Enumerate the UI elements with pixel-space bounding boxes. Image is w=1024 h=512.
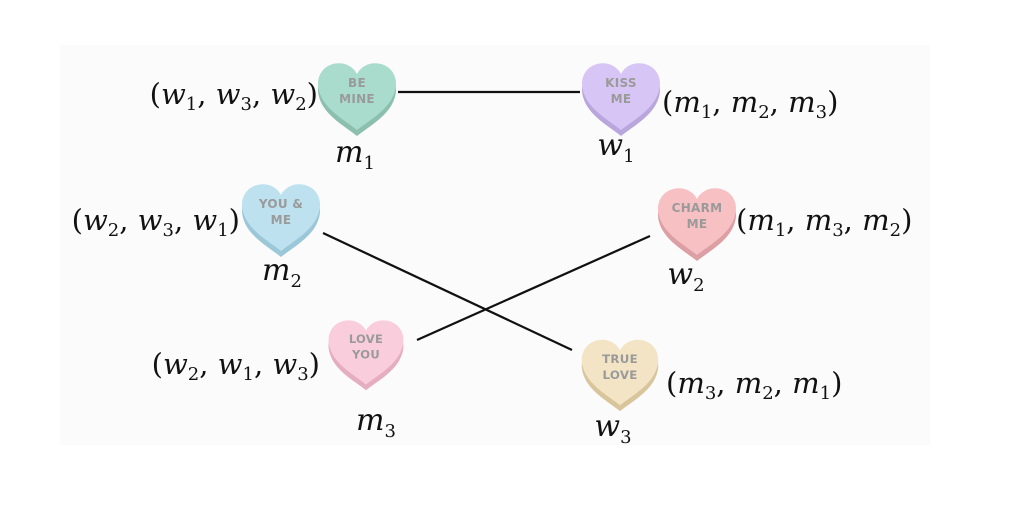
pref-variable: m: [673, 85, 701, 119]
heart-message-line: ME: [271, 213, 292, 227]
pref-variable: m: [788, 85, 816, 119]
heart-message-line: ME: [687, 217, 708, 231]
pref-subscript: 2: [108, 220, 119, 241]
heart-w3: TRUE LOVE: [581, 339, 659, 412]
heart-message-line: YOU &: [258, 197, 303, 211]
name-w2: w2: [667, 257, 704, 296]
edge-m2-w3: [322, 232, 573, 351]
pref-variable: m: [747, 203, 775, 237]
pref-variable: m: [805, 203, 833, 237]
name-letter: m: [335, 135, 363, 170]
heart-message-line: CHARM: [672, 201, 723, 215]
pref-variable: m: [677, 366, 705, 400]
pref-m3: (w2, w1, w3): [152, 347, 320, 385]
heart-w2: CHARM ME: [658, 188, 736, 261]
pref-subscript: 1: [243, 364, 254, 385]
heart-face: [582, 63, 660, 131]
name-m3: m3: [356, 403, 396, 442]
pref-subscript: 3: [163, 220, 174, 241]
heart-message-line: LOVE: [602, 368, 637, 382]
name-letter: w: [667, 257, 693, 292]
heart-message-line: BE: [348, 76, 366, 90]
pref-w3: (m3, m2, m1): [666, 366, 842, 404]
heart-message-line: YOU: [351, 348, 380, 362]
pref-subscript: 1: [217, 220, 228, 241]
pref-variable: w: [192, 203, 217, 237]
pref-variable: m: [731, 85, 759, 119]
heart-message-line: TRUE: [602, 352, 638, 366]
heart-m1: BE MINE: [318, 63, 396, 137]
pref-subscript: 2: [758, 102, 769, 123]
pref-variable: m: [792, 366, 820, 400]
name-subscript: 3: [385, 421, 396, 442]
pref-subscript: 2: [295, 94, 306, 115]
name-letter: w: [594, 409, 620, 444]
name-subscript: 2: [291, 271, 302, 292]
pref-m2: (w2, w3, w1): [72, 203, 240, 241]
heart-m2: YOU & ME: [242, 184, 320, 257]
diagram-background: [60, 45, 930, 445]
pref-variable: m: [862, 203, 890, 237]
pref-subscript: 3: [241, 94, 252, 115]
pref-subscript: 3: [297, 364, 308, 385]
pref-variable: m: [735, 366, 763, 400]
candy-hearts: BE MINE YOU & ME LOVE YOU KISS ME CHARM ME TR…: [242, 63, 736, 412]
pref-variable: w: [161, 77, 186, 111]
pref-subscript: 3: [832, 220, 843, 241]
pref-subscript: 2: [890, 220, 901, 241]
name-letter: m: [356, 403, 384, 438]
pref-variable: w: [216, 77, 241, 111]
name-letter: m: [262, 253, 290, 288]
heart-message-line: KISS: [605, 76, 637, 90]
pref-subscript: 1: [775, 220, 786, 241]
pref-w2: (m1, m3, m2): [736, 203, 912, 241]
preference-lists: (w1, w3, w2) (w2, w3, w1) (w2, w1, w3) (…: [72, 77, 913, 404]
pref-variable: w: [218, 347, 243, 381]
pref-subscript: 1: [186, 94, 197, 115]
edge-m3-w2: [416, 234, 651, 342]
pref-subscript: 3: [705, 383, 716, 404]
name-letter: w: [597, 128, 623, 163]
pref-variable: w: [270, 77, 295, 111]
heart-face: [581, 339, 659, 406]
name-subscript: 1: [364, 153, 375, 174]
pref-subscript: 2: [188, 364, 199, 385]
pref-subscript: 3: [816, 102, 827, 123]
heart-face: [318, 63, 396, 131]
heart-message-line: ME: [611, 92, 632, 106]
name-m1: m1: [335, 135, 375, 174]
name-w1: w1: [597, 128, 634, 167]
heart-face: [328, 320, 404, 385]
pref-m1: (w1, w3, w2): [150, 77, 318, 115]
name-m2: m2: [262, 253, 302, 292]
pref-w1: (m1, m2, m3): [662, 85, 838, 123]
heart-message-line: LOVE: [349, 332, 383, 346]
node-names: m1 m2 m3 w1 w2 w3: [262, 128, 705, 448]
pref-subscript: 1: [820, 383, 831, 404]
name-subscript: 3: [620, 427, 631, 448]
matching-edges: [322, 90, 651, 351]
name-subscript: 1: [623, 146, 634, 167]
pref-variable: w: [163, 347, 188, 381]
heart-face: [658, 188, 736, 256]
pref-subscript: 1: [701, 102, 712, 123]
heart-message-line: MINE: [339, 92, 375, 106]
heart-m3: LOVE YOU: [328, 320, 404, 391]
name-w3: w3: [594, 409, 631, 448]
pref-variable: w: [83, 203, 108, 237]
pref-variable: w: [272, 347, 297, 381]
name-subscript: 2: [693, 275, 704, 296]
heart-w1: KISS ME: [582, 63, 660, 137]
pref-variable: w: [138, 203, 163, 237]
heart-face: [242, 184, 320, 252]
pref-subscript: 2: [762, 383, 773, 404]
